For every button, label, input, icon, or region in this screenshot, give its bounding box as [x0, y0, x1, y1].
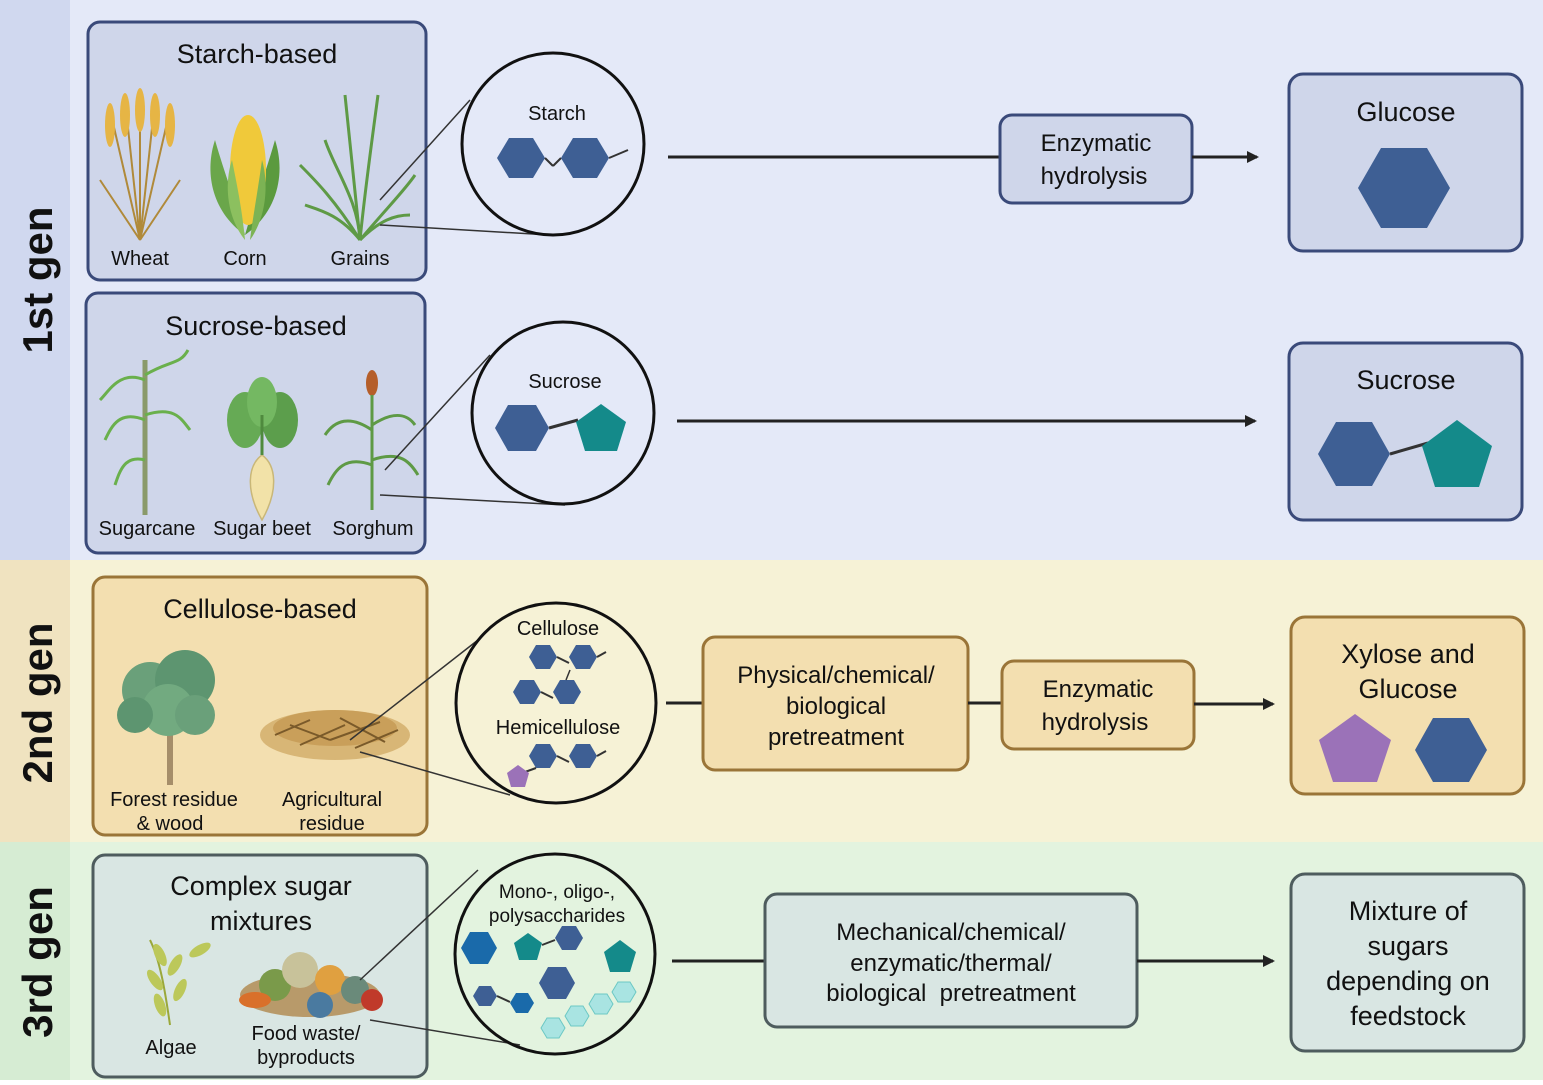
gen1-side-strip	[0, 0, 70, 560]
algae-illustration	[146, 939, 211, 1026]
gen3-zoom-circle	[453, 852, 657, 1056]
gen2-label: 2nd gen	[14, 622, 61, 783]
cellulose-source-label: & wood	[137, 813, 204, 835]
gen3-molecule-label: Mono-, oligo-,	[499, 882, 615, 903]
mixed-sugars-molecules	[461, 926, 637, 1039]
starch-enzymatic-box	[998, 113, 1194, 205]
gen3-product-label: depending on	[1326, 966, 1490, 996]
gen2-product-label: Xylose and	[1341, 639, 1475, 669]
sucrose-product-label: Sucrose	[1356, 365, 1455, 395]
cellulose-source-box	[91, 575, 429, 837]
starch-zoom-circle	[460, 51, 646, 237]
sucrose-source-label: Sugarcane	[99, 518, 196, 540]
mixture-product-box	[1289, 872, 1526, 1053]
pretreatment-text: biological	[786, 693, 886, 720]
zoom-line	[384, 354, 491, 471]
sucrose-title: Sucrose-based	[165, 311, 347, 341]
zoom-line	[349, 639, 479, 741]
process-text: hydrolysis	[1042, 709, 1149, 736]
zoom-line	[379, 494, 566, 506]
hemicellulose-molecule	[507, 744, 607, 787]
process-text: Enzymatic	[1041, 130, 1152, 157]
gen3-label: 3rd gen	[14, 886, 61, 1038]
gen3-molecule-label: polysaccharides	[489, 906, 625, 927]
sucrose-source-label: Sugar beet	[213, 518, 311, 540]
complex-sugar-source-box	[91, 853, 429, 1079]
gen3-title: mixtures	[210, 906, 312, 936]
cellulose-zoom-circle	[454, 601, 658, 805]
starch-source-label: Wheat	[111, 248, 169, 270]
zoom-line	[379, 99, 471, 201]
gen3-source-label: Food waste/	[252, 1023, 361, 1045]
starch-source-label: Grains	[331, 248, 390, 270]
food-waste-illustration	[239, 952, 383, 1018]
starch-source-label: Corn	[223, 248, 266, 270]
zoom-line	[359, 751, 511, 796]
tree-illustration	[117, 650, 215, 785]
sucrose-molecule	[495, 404, 626, 451]
pretreatment-text: pretreatment	[768, 724, 904, 751]
sugar-beet-illustration	[227, 377, 298, 522]
cellulose-molecule	[513, 645, 607, 704]
cellulose-source-label: Forest residue	[110, 789, 238, 811]
zoom-line	[359, 869, 479, 981]
xylose-pentagon	[1319, 714, 1391, 782]
cellulose-source-label: residue	[299, 813, 365, 835]
starch-molecule	[497, 138, 629, 178]
cellulose-source-label: Agricultural	[282, 789, 382, 811]
gen3-product-label: feedstock	[1350, 1001, 1466, 1031]
gen2-product-label: Glucose	[1358, 674, 1457, 704]
wheat-heads	[105, 88, 175, 147]
process-text: hydrolysis	[1041, 163, 1148, 190]
sucrose-molecule-label: Sucrose	[528, 371, 601, 393]
grains-illustration	[298, 94, 417, 242]
starch-molecule-label: Starch	[528, 103, 586, 125]
process-text: Enzymatic	[1043, 676, 1154, 703]
gen3-source-label: byproducts	[257, 1047, 355, 1069]
pretreatment-text: biological pretreatment	[826, 980, 1076, 1007]
pretreatment-text: Physical/chemical/	[737, 662, 935, 689]
sucrose-zoom-circle	[470, 320, 656, 506]
gen1-label: 1st gen	[14, 206, 61, 353]
sucrose-product-molecule	[1318, 420, 1492, 487]
glucose-hexagon	[1358, 148, 1450, 228]
gen3-product-label: sugars	[1367, 931, 1448, 961]
hemicellulose-molecule-label: Hemicellulose	[496, 717, 621, 739]
zoom-line	[369, 1019, 521, 1046]
gen2-side-strip	[0, 560, 70, 842]
cellulose-molecule-label: Cellulose	[517, 618, 599, 640]
pretreatment-text: Mechanical/chemical/	[836, 919, 1066, 946]
cellulose-title: Cellulose-based	[163, 594, 357, 624]
sugarcane-illustration	[98, 349, 192, 515]
glucose-product-label: Glucose	[1356, 97, 1455, 127]
glucose-hexagon	[1415, 718, 1487, 782]
pretreatment-text: enzymatic/thermal/	[850, 950, 1052, 977]
zoom-line	[379, 224, 551, 236]
gen3-product-label: Mixture of	[1349, 896, 1468, 926]
sucrose-source-label: Sorghum	[332, 518, 413, 540]
corn-illustration	[210, 115, 280, 240]
sorghum-illustration	[323, 370, 420, 510]
starch-title: Starch-based	[177, 39, 338, 69]
gen3-side-strip	[0, 842, 70, 1080]
straw-pile-illustration	[260, 710, 410, 760]
gen3-source-label: Algae	[145, 1037, 196, 1059]
gen3-title: Complex sugar	[170, 871, 352, 901]
